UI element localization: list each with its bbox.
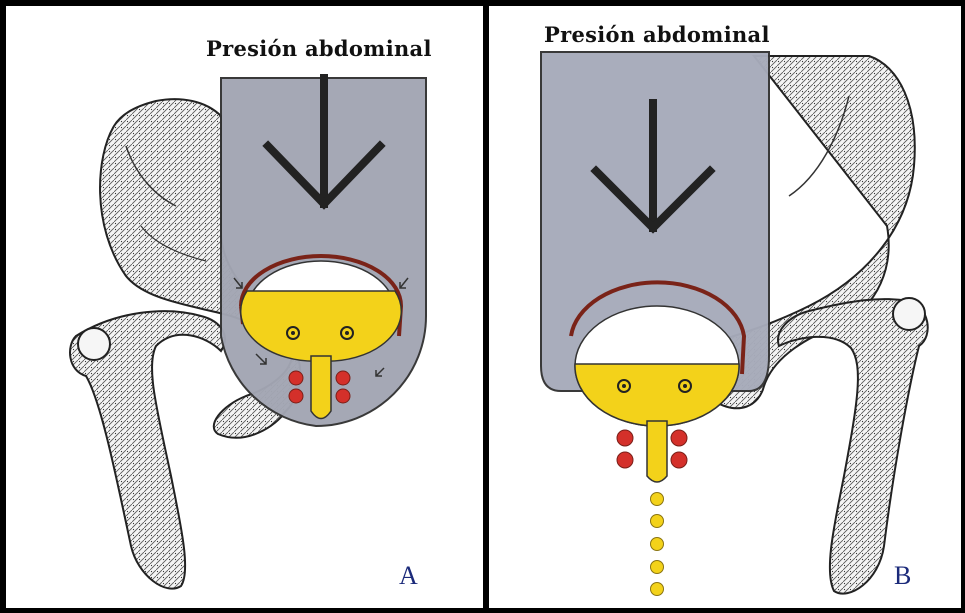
panel-b-label: B bbox=[894, 561, 911, 591]
femur-a bbox=[70, 311, 225, 588]
urine-droplets bbox=[651, 493, 664, 596]
panel-b: Presión abdominal B bbox=[483, 0, 965, 613]
panel-a-illustration bbox=[6, 6, 483, 608]
panel-a: Presión abdominal A bbox=[0, 0, 483, 613]
panel-b-title: Presión abdominal bbox=[544, 22, 770, 47]
panel-b-illustration bbox=[489, 6, 961, 608]
panel-a-label: A bbox=[399, 561, 418, 591]
panel-a-title: Presión abdominal bbox=[206, 36, 432, 61]
bladder-b bbox=[575, 306, 739, 482]
